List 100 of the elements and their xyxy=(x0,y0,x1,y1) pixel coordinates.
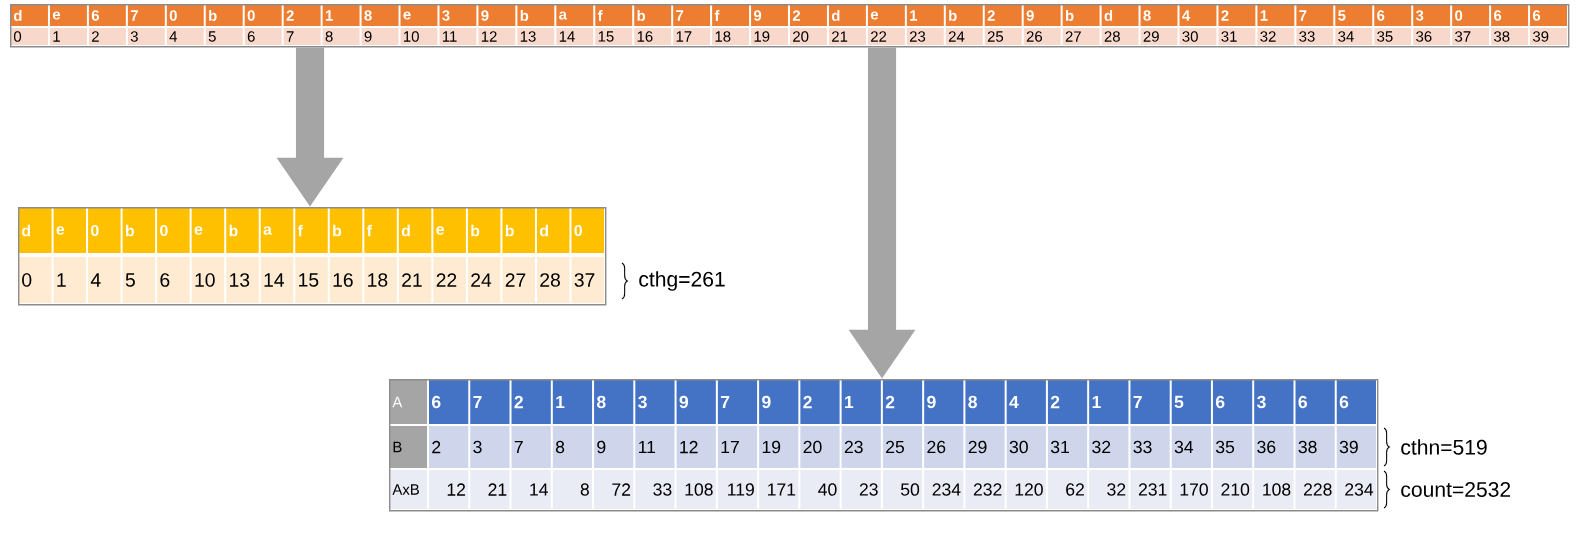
table-cell: f xyxy=(595,5,633,26)
table-cell: 108 xyxy=(676,470,716,509)
table-cell: 37 xyxy=(571,257,604,303)
table-cell: 23 xyxy=(841,470,881,509)
table-cell: 12 xyxy=(478,28,516,45)
table-cell: 5 xyxy=(122,257,156,303)
table-cell: 30 xyxy=(1179,28,1217,45)
table-cell: 8 xyxy=(552,470,593,509)
annotation-text: cthg=261 xyxy=(639,271,725,291)
table-cell: 0 xyxy=(1452,5,1490,26)
table-cell: 7 xyxy=(127,5,165,26)
table-cell: 5 xyxy=(1171,380,1211,424)
table-cell: b xyxy=(517,5,555,26)
table-cell: 38 xyxy=(1295,426,1335,468)
table-cell: 20 xyxy=(800,426,840,468)
table-cell: e xyxy=(400,5,438,26)
table-cell: 9 xyxy=(759,380,799,424)
table-cell: 2 xyxy=(1047,380,1088,424)
table-cell: f xyxy=(364,208,397,253)
table-cell: 231 xyxy=(1130,470,1170,509)
table-cell: B xyxy=(390,426,427,468)
table-cell: 2 xyxy=(511,380,551,424)
table-cell: 23 xyxy=(906,28,944,45)
table-cell: 25 xyxy=(882,426,923,468)
table-cell: 11 xyxy=(439,28,477,45)
table-cell: 6 xyxy=(88,5,126,26)
table-cell: 34 xyxy=(1335,28,1373,45)
table-cell: d xyxy=(828,5,866,26)
table-cell: 4 xyxy=(1179,5,1217,26)
table-cell: 3 xyxy=(1413,5,1451,26)
table-cell: 0 xyxy=(157,208,190,253)
table-cell: 1 xyxy=(1089,380,1129,424)
table-cell: e xyxy=(867,5,905,26)
table-cell: 7 xyxy=(470,380,510,424)
table-cell: 8 xyxy=(1140,5,1178,26)
table-cell: 4 xyxy=(1006,380,1046,424)
table-cell: 7 xyxy=(717,380,758,424)
table-cell: 38 xyxy=(1491,28,1529,45)
table-cell: 2 xyxy=(984,5,1022,26)
table-cell: 232 xyxy=(965,470,1005,509)
table-cell: e xyxy=(191,208,225,253)
table-frame xyxy=(10,4,1570,48)
table-cell: 8 xyxy=(361,5,399,26)
table-cell: 14 xyxy=(260,257,294,303)
table-cell: 32 xyxy=(1089,470,1129,509)
annotation-text: cthn=519 xyxy=(1401,439,1487,455)
table-cell: 1 xyxy=(322,5,360,26)
table-cell: d xyxy=(19,208,52,253)
table-cell: b xyxy=(467,208,501,253)
table-cell: 2 xyxy=(1218,5,1256,26)
table-cell: 32 xyxy=(1257,28,1295,45)
table-cell: 3 xyxy=(470,426,510,468)
table-cell: 29 xyxy=(965,426,1005,468)
table-cell: 28 xyxy=(536,257,570,303)
table-cell: 228 xyxy=(1295,470,1335,509)
table-cell: 11 xyxy=(635,426,675,468)
table-cell: 1 xyxy=(906,5,944,26)
table-cell: 4 xyxy=(166,28,204,45)
table-cell: 1 xyxy=(1257,5,1295,26)
table-cell: 13 xyxy=(226,257,259,303)
table-cell: 33 xyxy=(635,470,675,509)
table-cell: 6 xyxy=(1295,380,1335,424)
table-cell: d xyxy=(398,208,432,253)
table-cell: a xyxy=(556,5,594,26)
table-cell: e xyxy=(49,5,87,26)
table-cell: 1 xyxy=(841,380,881,424)
table-cell: 9 xyxy=(1023,5,1061,26)
table-cell: 9 xyxy=(924,380,964,424)
table-cell: b xyxy=(945,5,983,26)
table-cell: 6 xyxy=(244,28,282,45)
table-cell: 6 xyxy=(1530,5,1567,26)
table-cell: 2 xyxy=(800,380,840,424)
table-cell: e xyxy=(53,208,87,253)
table-cell: 37 xyxy=(1452,28,1490,45)
table-cell: 2 xyxy=(283,5,321,26)
table-cell: 8 xyxy=(965,380,1005,424)
table-cell: 10 xyxy=(400,28,438,45)
table-cell: 6 xyxy=(429,380,469,424)
table-cell: AxB xyxy=(390,470,427,509)
table-cell: 27 xyxy=(502,257,535,303)
table-cell: 40 xyxy=(800,470,840,509)
table-cell: 4 xyxy=(88,257,121,303)
table-cell: 2 xyxy=(882,380,923,424)
table-cell: 120 xyxy=(1006,470,1046,509)
table-cell: 16 xyxy=(634,28,672,45)
table-cell: 6 xyxy=(157,257,190,303)
table-cell: 35 xyxy=(1212,426,1253,468)
table-cell: 23 xyxy=(841,426,881,468)
table-cell: 234 xyxy=(924,470,964,509)
table-cell: 2 xyxy=(790,5,827,26)
table-cell: 31 xyxy=(1047,426,1088,468)
table-cell: 14 xyxy=(511,470,551,509)
table-cell: 1 xyxy=(49,28,87,45)
table-cell: 6 xyxy=(1374,5,1412,26)
table-cell: 36 xyxy=(1413,28,1451,45)
table-cell: 15 xyxy=(595,28,633,45)
table-cell: a xyxy=(260,208,294,253)
table-cell: 33 xyxy=(1296,28,1334,45)
table-cell: 10 xyxy=(191,257,225,303)
table-cell: 12 xyxy=(429,470,469,509)
